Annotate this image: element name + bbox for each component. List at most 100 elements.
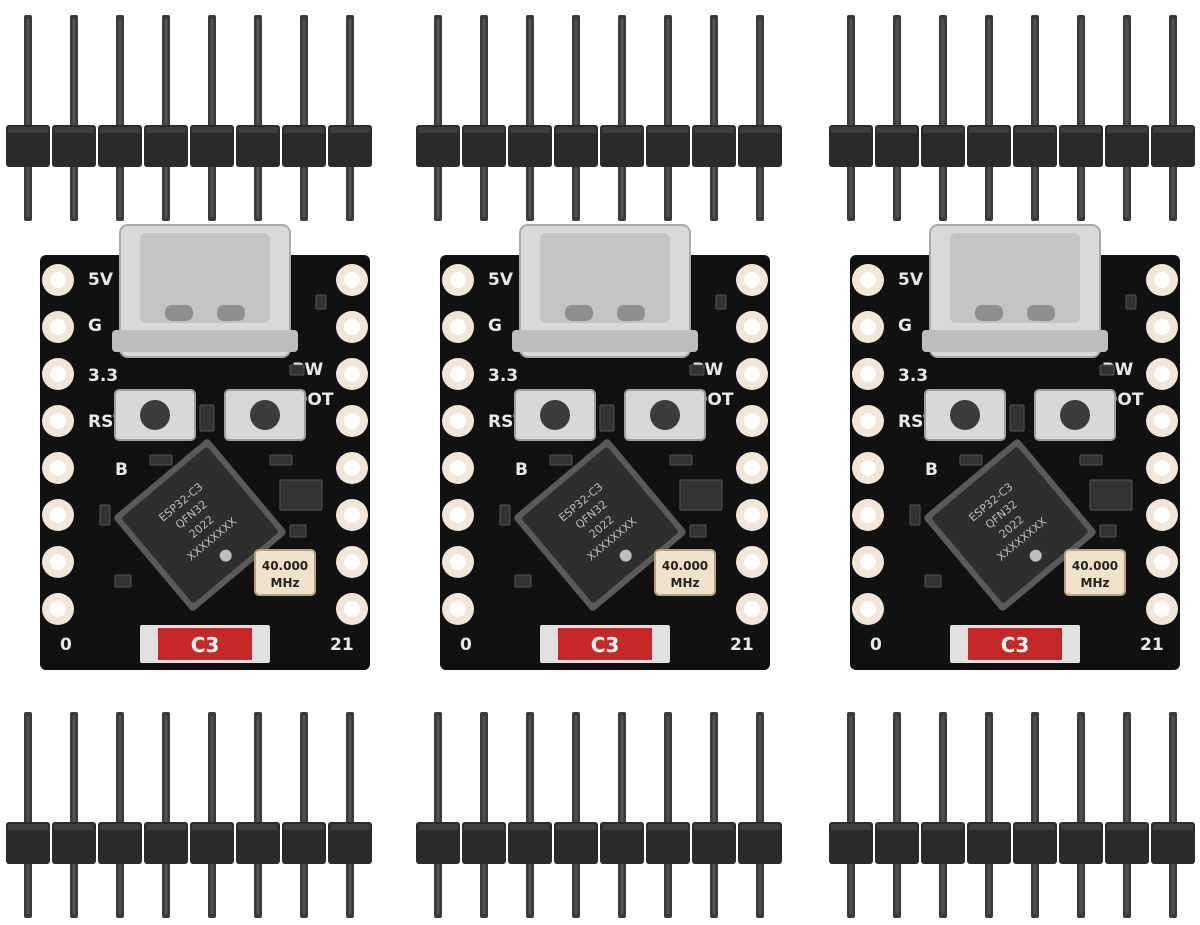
header-pin-highlight — [210, 19, 214, 217]
pad-hole — [450, 366, 466, 382]
header-plastic-segment — [416, 125, 460, 167]
header-pin-highlight — [1171, 716, 1175, 914]
header-plastic-segment — [646, 125, 690, 167]
header-pin-highlight — [528, 716, 532, 914]
smd-component — [114, 574, 132, 588]
header-plastic-segment — [967, 125, 1011, 167]
header-plastic-shine — [740, 127, 780, 133]
model-badge-label: C3 — [591, 633, 620, 657]
smd-component — [289, 364, 305, 376]
smd-component — [679, 479, 723, 511]
header-plastic-segment — [646, 822, 690, 864]
silk-label-3v3: 3.3 — [898, 366, 928, 386]
header-plastic-segment — [282, 125, 326, 167]
header-plastic-shine — [1061, 824, 1101, 830]
pad-hole — [860, 601, 876, 617]
header-pin-highlight — [210, 716, 214, 914]
pad-hole — [50, 601, 66, 617]
pad-hole — [50, 413, 66, 429]
header-plastic-shine — [602, 824, 642, 830]
header-pin-highlight — [666, 19, 670, 217]
header-plastic-segment — [921, 822, 965, 864]
usb-c-slot — [1027, 305, 1055, 321]
pad-hole — [450, 601, 466, 617]
header-plastic-shine — [284, 127, 324, 133]
crystal-frequency-label: 40.000 — [662, 559, 708, 573]
header-plastic-segment — [554, 822, 598, 864]
header-plastic-shine — [100, 824, 140, 830]
header-plastic-shine — [694, 127, 734, 133]
usb-c-base — [922, 330, 1108, 352]
header-plastic-segment — [328, 125, 372, 167]
header-plastic-segment — [416, 822, 460, 864]
header-plastic-segment — [829, 822, 873, 864]
button-cap — [140, 400, 170, 430]
usb-c-slot — [617, 305, 645, 321]
header-plastic-segment — [328, 822, 372, 864]
model-badge — [968, 628, 1062, 660]
header-pin-highlight — [302, 716, 306, 914]
silk-label-5v: 5V — [488, 270, 514, 290]
smd-component — [199, 404, 215, 432]
usb-c-shell-face — [140, 233, 270, 323]
silk-label-b: B — [515, 460, 528, 480]
header-plastic-segment — [1013, 125, 1057, 167]
usb-c-base — [112, 330, 298, 352]
pad-hole — [344, 413, 360, 429]
header-pin-highlight — [987, 19, 991, 217]
header-plastic-shine — [556, 127, 596, 133]
pad-hole — [1154, 366, 1170, 382]
pad-hole — [860, 366, 876, 382]
pad-hole — [744, 272, 760, 288]
smd-component — [1079, 454, 1103, 466]
smd-component — [1099, 524, 1117, 538]
header-pin-highlight — [348, 19, 352, 217]
header-plastic-segment — [600, 822, 644, 864]
header-plastic-shine — [740, 824, 780, 830]
header-pin-highlight — [118, 19, 122, 217]
header-plastic-shine — [694, 824, 734, 830]
silk-label-b: B — [925, 460, 938, 480]
header-plastic-shine — [648, 127, 688, 133]
header-pin-highlight — [712, 716, 716, 914]
header-pin-highlight — [164, 716, 168, 914]
pad-hole — [344, 460, 360, 476]
header-plastic-segment — [236, 125, 280, 167]
smd-component — [689, 524, 707, 538]
header-pin-highlight — [26, 19, 30, 217]
header-pin-highlight — [574, 716, 578, 914]
header-plastic-segment — [1105, 822, 1149, 864]
header-plastic-segment — [600, 125, 644, 167]
pad-hole — [450, 554, 466, 570]
smd-component — [715, 294, 727, 310]
usb-c-slot — [565, 305, 593, 321]
header-plastic-shine — [238, 824, 278, 830]
header-pin-highlight — [895, 19, 899, 217]
smd-component — [315, 294, 327, 310]
header-plastic-shine — [510, 824, 550, 830]
header-plastic-segment — [829, 125, 873, 167]
chip-body — [932, 447, 1088, 603]
usb-c-shell-face — [540, 233, 670, 323]
header-plastic-shine — [969, 127, 1009, 133]
silk-label-21: 21 — [1140, 635, 1164, 655]
pad-hole — [450, 507, 466, 523]
header-plastic-segment — [1059, 125, 1103, 167]
header-plastic-shine — [556, 824, 596, 830]
header-plastic-segment — [52, 125, 96, 167]
header-plastic-segment — [692, 125, 736, 167]
header-plastic-segment — [1151, 822, 1195, 864]
chip-body — [122, 447, 278, 603]
header-plastic-shine — [330, 127, 370, 133]
pad-hole — [344, 272, 360, 288]
pad-hole — [50, 460, 66, 476]
pad-hole — [860, 554, 876, 570]
header-pin-highlight — [712, 19, 716, 217]
pad-hole — [860, 460, 876, 476]
pad-hole — [50, 272, 66, 288]
header-plastic-segment — [738, 822, 782, 864]
silk-label-5v: 5V — [898, 270, 924, 290]
pin-header-strip — [416, 712, 782, 918]
